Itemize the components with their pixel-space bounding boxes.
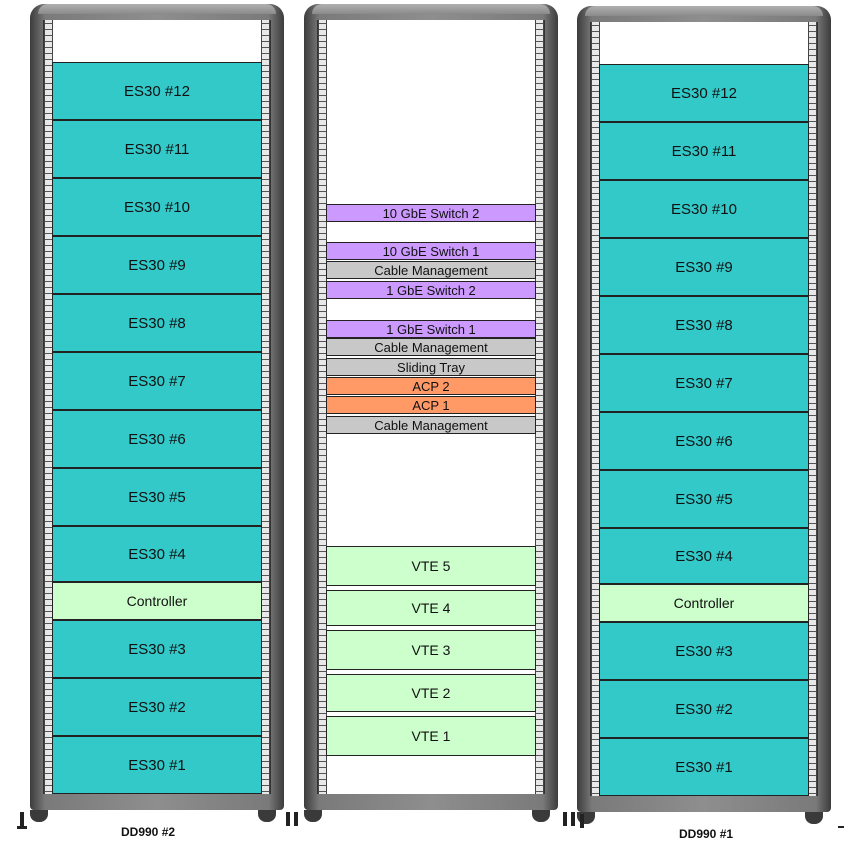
leveler-icon bbox=[580, 814, 584, 828]
1gbe-switch-1: 1 GbE Switch 1 bbox=[326, 320, 536, 338]
es30-shelf-3: ES30 #3 bbox=[599, 622, 809, 680]
vte-1: VTE 1 bbox=[326, 716, 536, 756]
rack-foot bbox=[258, 810, 276, 822]
es30-shelf-7: ES30 #7 bbox=[599, 354, 809, 412]
es30-shelf-6: ES30 #6 bbox=[599, 412, 809, 470]
rack-foot bbox=[304, 810, 322, 822]
leveler-icon bbox=[286, 812, 290, 826]
leveler-icon bbox=[571, 812, 575, 826]
es30-shelf-10: ES30 #10 bbox=[52, 178, 262, 236]
rack-interior: ES30 #12 ES30 #11 ES30 #10 ES30 #9 ES30 … bbox=[43, 20, 271, 794]
acp-2: ACP 2 bbox=[326, 377, 536, 395]
controller: Controller bbox=[52, 582, 262, 620]
rack-foot bbox=[30, 810, 48, 822]
vte-3: VTE 3 bbox=[326, 630, 536, 670]
es30-shelf-8: ES30 #8 bbox=[52, 294, 262, 352]
rack-rail-right bbox=[535, 20, 544, 794]
es30-shelf-4: ES30 #4 bbox=[599, 528, 809, 584]
rack-dd990-2: ES30 #12 ES30 #11 ES30 #10 ES30 #9 ES30 … bbox=[30, 4, 284, 822]
rack-foot bbox=[805, 812, 823, 824]
es30-shelf-9: ES30 #9 bbox=[52, 236, 262, 294]
es30-shelf-5: ES30 #5 bbox=[52, 468, 262, 526]
es30-shelf-3: ES30 #3 bbox=[52, 620, 262, 678]
es30-shelf-11: ES30 #11 bbox=[52, 120, 262, 178]
es30-shelf-12: ES30 #12 bbox=[599, 64, 809, 122]
vte-4: VTE 4 bbox=[326, 590, 536, 626]
acp-1: ACP 1 bbox=[326, 396, 536, 414]
rack-dd990-1: ES30 #12 ES30 #11 ES30 #10 ES30 #9 ES30 … bbox=[577, 6, 831, 824]
es30-shelf-7: ES30 #7 bbox=[52, 352, 262, 410]
es30-shelf-4: ES30 #4 bbox=[52, 526, 262, 582]
rack-foot bbox=[532, 810, 550, 822]
rack-rail-right bbox=[808, 22, 817, 796]
rack-middle: 10 GbE Switch 2 10 GbE Switch 1 Cable Ma… bbox=[304, 4, 558, 822]
rack-label-dd990-2: DD990 #2 bbox=[121, 825, 176, 839]
vte-2: VTE 2 bbox=[326, 674, 536, 712]
1gbe-switch-2: 1 GbE Switch 2 bbox=[326, 281, 536, 299]
10gbe-switch-2: 10 GbE Switch 2 bbox=[326, 204, 536, 222]
rack-interior: 10 GbE Switch 2 10 GbE Switch 1 Cable Ma… bbox=[317, 20, 545, 794]
cable-management: Cable Management bbox=[326, 338, 536, 356]
leveler-icon bbox=[294, 812, 298, 826]
es30-shelf-5: ES30 #5 bbox=[599, 470, 809, 528]
es30-shelf-9: ES30 #9 bbox=[599, 238, 809, 296]
es30-shelf-6: ES30 #6 bbox=[52, 410, 262, 468]
rack-label-dd990-1: DD990 #1 bbox=[679, 827, 734, 841]
es30-shelf-10: ES30 #10 bbox=[599, 180, 809, 238]
vte-5: VTE 5 bbox=[326, 546, 536, 586]
cable-management: Cable Management bbox=[326, 261, 536, 279]
es30-shelf-1: ES30 #1 bbox=[52, 736, 262, 794]
rack-interior: ES30 #12 ES30 #11 ES30 #10 ES30 #9 ES30 … bbox=[590, 22, 818, 796]
10gbe-switch-1: 10 GbE Switch 1 bbox=[326, 242, 536, 260]
sliding-tray: Sliding Tray bbox=[326, 358, 536, 376]
controller: Controller bbox=[599, 584, 809, 622]
es30-shelf-12: ES30 #12 bbox=[52, 62, 262, 120]
leveler-icon bbox=[563, 812, 567, 826]
rack-rail-right bbox=[261, 20, 270, 794]
es30-shelf-1: ES30 #1 bbox=[599, 738, 809, 796]
es30-shelf-2: ES30 #2 bbox=[52, 678, 262, 736]
es30-shelf-2: ES30 #2 bbox=[599, 680, 809, 738]
cable-management: Cable Management bbox=[326, 416, 536, 434]
es30-shelf-11: ES30 #11 bbox=[599, 122, 809, 180]
es30-shelf-8: ES30 #8 bbox=[599, 296, 809, 354]
leveler-icon bbox=[20, 812, 24, 826]
